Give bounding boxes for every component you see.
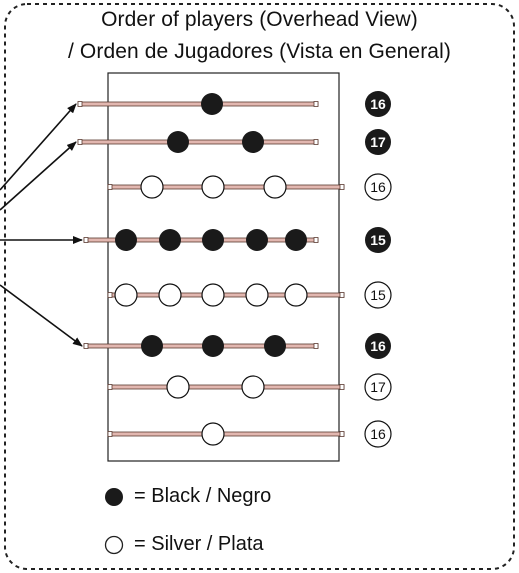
rod-end-cap	[339, 184, 345, 190]
title-line-1: Order of players (Overhead View)	[101, 8, 418, 31]
black-player	[202, 229, 224, 251]
count-badge	[365, 333, 391, 359]
count-badge	[365, 227, 391, 253]
rod-end-cap	[83, 237, 89, 243]
arrows-layer	[0, 103, 83, 347]
legend-black-label: = Black / Negro	[134, 485, 272, 507]
silver-player	[201, 283, 225, 307]
silver-player	[166, 375, 190, 399]
black-player	[242, 131, 264, 153]
silver-player	[241, 375, 265, 399]
rod-end-cap	[313, 237, 319, 243]
title-line-2: / Orden de Jugadores (Vista en General)	[68, 40, 451, 63]
rod-end-cap	[107, 184, 113, 190]
black-player	[246, 229, 268, 251]
black-player	[285, 229, 307, 251]
black-player	[115, 229, 137, 251]
legend-silver-swatch	[104, 535, 124, 555]
silver-player	[158, 283, 182, 307]
rod-2	[77, 139, 319, 145]
rod-end-cap	[77, 101, 83, 107]
rod-1	[77, 101, 319, 107]
rod-8	[107, 431, 345, 437]
rod-end-cap	[107, 431, 113, 437]
count-badge	[365, 91, 391, 117]
rod-end-cap	[83, 343, 89, 349]
count-badge-label: 16	[370, 179, 386, 195]
count-badge-label: 16	[370, 338, 386, 354]
black-player	[201, 93, 223, 115]
rod-end-cap	[107, 384, 113, 390]
legend-black-swatch	[105, 488, 123, 506]
count-badge	[364, 373, 392, 401]
black-player	[159, 229, 181, 251]
silver-player	[245, 283, 269, 307]
black-player	[264, 335, 286, 357]
count-badge	[364, 173, 392, 201]
black-player	[141, 335, 163, 357]
silver-player	[201, 175, 225, 199]
rod-end-cap	[339, 384, 345, 390]
count-badge-label: 15	[370, 287, 386, 303]
count-badge-label: 15	[370, 232, 386, 248]
outer-dashed-border	[4, 3, 515, 570]
rod-end-cap	[77, 139, 83, 145]
pointer-arrow	[0, 103, 77, 191]
legend-silver-label: = Silver / Plata	[134, 533, 264, 555]
count-badges-layer: 16 17 16 15 15 16 17 16	[364, 91, 392, 448]
pointer-arrow	[0, 141, 77, 211]
silver-player	[201, 422, 225, 446]
rods-layer	[77, 93, 345, 446]
count-badge-label: 17	[370, 134, 386, 150]
rod-7	[107, 384, 345, 390]
count-badge-label: 17	[370, 379, 386, 395]
count-badge	[365, 129, 391, 155]
count-badge	[364, 420, 392, 448]
black-player	[202, 335, 224, 357]
rod-end-cap	[313, 139, 319, 145]
pointer-arrow	[0, 284, 83, 347]
count-badge	[364, 281, 392, 309]
silver-player	[114, 283, 138, 307]
rod-end-cap	[339, 431, 345, 437]
rod-end-cap	[339, 292, 345, 298]
count-badge-label: 16	[370, 96, 386, 112]
silver-player	[140, 175, 164, 199]
rod-end-cap	[313, 101, 319, 107]
silver-player	[263, 175, 287, 199]
rod-end-cap	[313, 343, 319, 349]
table-frame	[107, 72, 340, 462]
black-player	[167, 131, 189, 153]
silver-player	[284, 283, 308, 307]
rod-5	[107, 292, 345, 298]
rod-end-cap	[107, 292, 113, 298]
count-badge-label: 16	[370, 426, 386, 442]
